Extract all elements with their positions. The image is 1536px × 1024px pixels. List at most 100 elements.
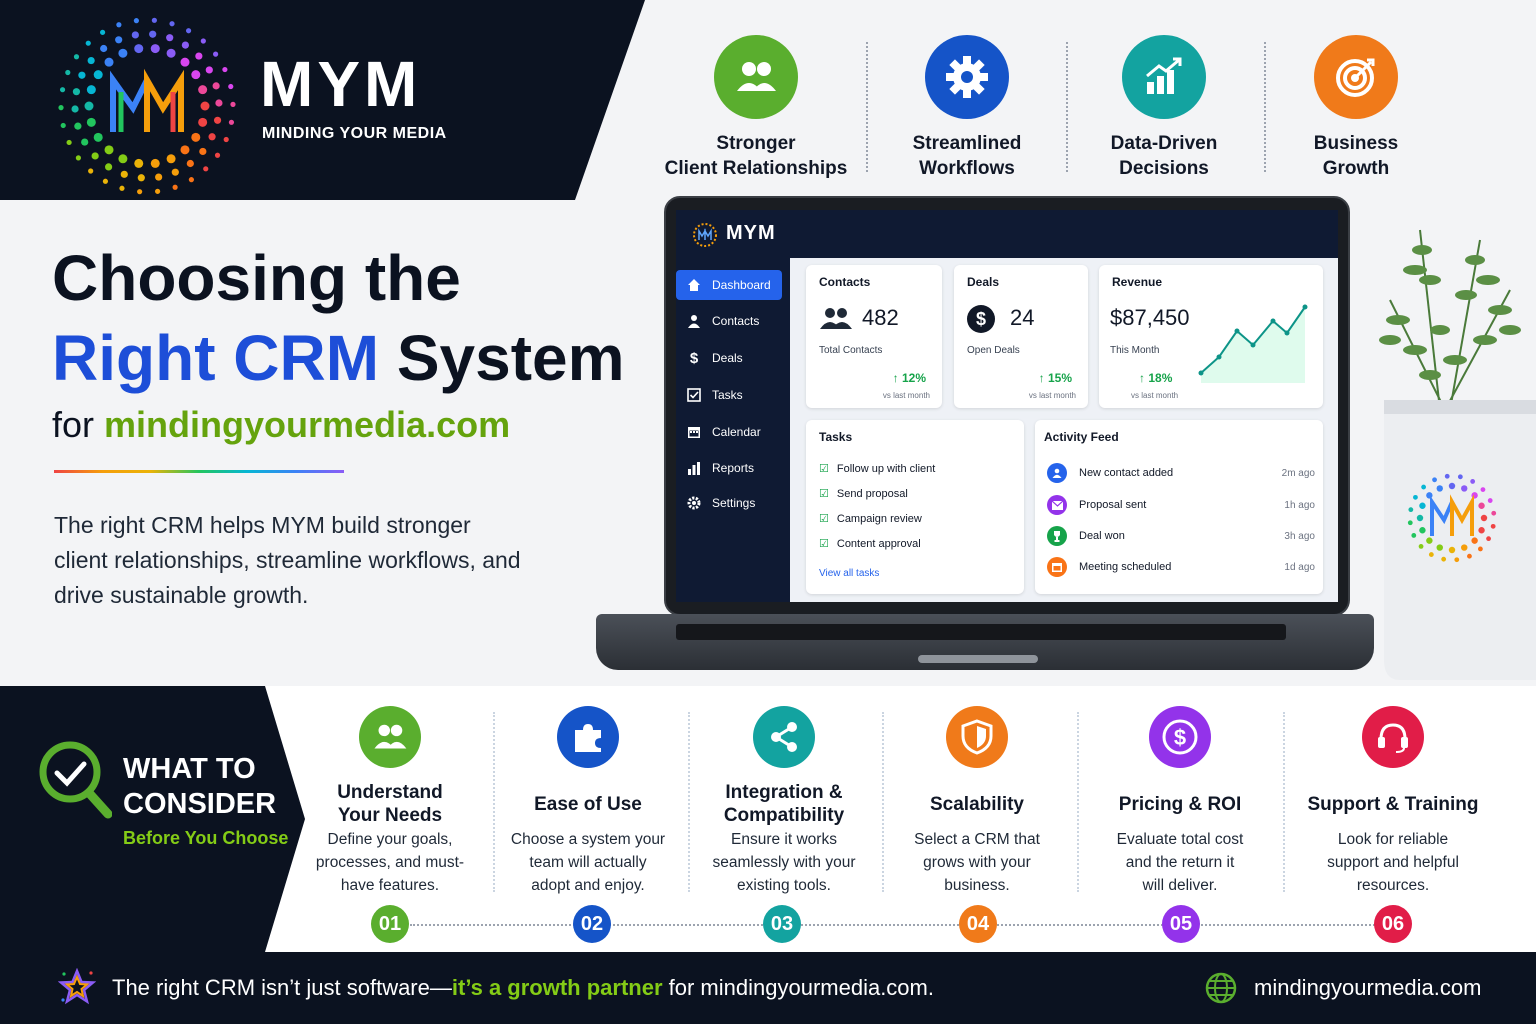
nav-deals[interactable]: $ Deals: [676, 343, 782, 373]
logo-dot: [166, 34, 174, 42]
task-item[interactable]: ☑Send proposal: [819, 487, 908, 501]
deals-sub: Open Deals: [967, 345, 1020, 356]
check-icon: ☑: [819, 538, 829, 550]
revenue-card[interactable]: Revenue $87,450 This Month ↑ 18% vs last…: [1099, 265, 1323, 408]
logo-dot: [81, 138, 89, 146]
logo-dot: [1478, 527, 1485, 534]
logo-dot: [1419, 527, 1426, 534]
nav-reports[interactable]: Reports: [676, 453, 782, 483]
activity-item[interactable]: New contact added 2m ago: [1047, 462, 1315, 484]
task-item[interactable]: ☑ Content approval: [819, 537, 921, 551]
consider-scalability: Scalability Select a CRM that grows with…: [887, 706, 1067, 897]
task-item[interactable]: ☑Campaign review: [819, 512, 922, 526]
nav-label: Deals: [712, 351, 743, 365]
consider-desc: Define your goals, processes, and must- …: [315, 831, 465, 894]
logo-dot: [1413, 494, 1418, 500]
logo-dot: [1426, 537, 1433, 544]
logo-dot: [87, 56, 95, 65]
card-title: Deals: [967, 275, 1000, 289]
calendar-icon: [676, 425, 712, 439]
logo-dot: [84, 101, 94, 111]
nav-calendar[interactable]: Calendar: [676, 417, 782, 447]
nav-label: Calendar: [712, 425, 761, 439]
logo-dot: [1480, 487, 1486, 493]
nav-contacts[interactable]: Contacts: [676, 306, 782, 336]
revenue-sparkline: [1198, 304, 1308, 383]
trend-value: 15%: [1047, 371, 1072, 385]
logo-dot: [65, 69, 71, 76]
footer-url-link[interactable]: mindingyourmedia.com: [1254, 975, 1482, 1000]
step-number: 05: [1162, 905, 1200, 943]
logo-dot: [1467, 553, 1472, 559]
logo-dot: [1470, 479, 1476, 484]
logo-dot: [137, 174, 145, 182]
footer: [0, 952, 1536, 1024]
activity-label: New contact added: [1079, 467, 1174, 479]
logo-dot: [198, 85, 208, 95]
share-icon: [753, 706, 815, 768]
dollar-icon: $: [967, 305, 995, 333]
benefit-label: Business Growth: [1313, 133, 1399, 179]
logo-dot: [116, 22, 122, 28]
vs-label: vs last month: [1131, 391, 1179, 400]
headline-line2: Right CRM System: [52, 322, 625, 394]
logo-dot: [1480, 514, 1488, 522]
star-icon: [58, 968, 96, 1005]
consider-desc: Choose a system your team will actually …: [510, 831, 666, 894]
logo-dot: [1486, 536, 1491, 542]
bar-chart-icon: [1122, 35, 1206, 119]
activity-item[interactable]: Proposal sent 1h ago: [1047, 494, 1315, 516]
nav-dashboard[interactable]: Dashboard: [676, 270, 782, 300]
consider-title-line2: CONSIDER: [123, 788, 277, 820]
logo-dot: [137, 189, 143, 195]
logo-dot: [1411, 533, 1417, 538]
gear-icon: [925, 35, 1009, 119]
revenue-value: $87,450: [1110, 305, 1190, 330]
activity-time: 1h ago: [1284, 499, 1315, 511]
dollar-icon: $: [689, 349, 699, 367]
logo-dot: [88, 168, 94, 174]
logo-dot: [1407, 520, 1413, 526]
consider-title: Pricing & ROI: [1118, 793, 1242, 815]
activity-item[interactable]: Deal won 3h ago: [1047, 525, 1315, 547]
mym-logo-icon: [693, 223, 717, 247]
nav-settings[interactable]: Settings: [676, 488, 782, 518]
logo-dot: [1461, 544, 1468, 551]
activity-time: 3h ago: [1284, 530, 1315, 542]
user-icon: [1047, 463, 1067, 483]
logo-dot: [91, 152, 99, 160]
task-label: Follow up with client: [836, 462, 936, 475]
task-label: Content approval: [836, 537, 921, 550]
divider: [1077, 712, 1079, 892]
view-all-tasks-link[interactable]: View all tasks: [819, 568, 880, 579]
laptop-notch: [918, 655, 1038, 663]
mym-logo-icon: [1407, 473, 1497, 563]
consider-title: WHAT TO CONSIDER: [123, 752, 276, 822]
contacts-sub: Total Contacts: [819, 345, 883, 356]
users-icon: [359, 706, 421, 768]
logo-dot: [1477, 546, 1483, 552]
contacts-card[interactable]: Contacts 482 Total Contacts ↑ 12% vs las…: [806, 265, 942, 408]
consider-pricing-roi: $ Pricing & ROI Evaluate total cost and …: [1090, 706, 1270, 897]
step-connector: [410, 924, 1375, 926]
rainbow-divider: [54, 470, 344, 473]
nav-tasks[interactable]: Tasks: [676, 380, 782, 410]
task-item[interactable]: ☑Follow up with client: [819, 462, 936, 476]
consider-title-line1: WHAT TO: [123, 753, 256, 785]
benefit-workflows: Streamlined Workflows: [872, 35, 1062, 181]
deals-card[interactable]: Deals $ 24 Open Deals ↑ 15% vs last mont…: [954, 265, 1088, 408]
logo-dot: [100, 44, 108, 53]
consider-label-block: [0, 686, 305, 952]
logo-dot: [85, 40, 91, 46]
logo-dot: [86, 85, 96, 95]
logo-dot: [1491, 510, 1497, 516]
logo-dot: [203, 166, 209, 172]
logo-dot: [102, 178, 109, 184]
logo-dot: [1416, 514, 1424, 522]
nav-label: Contacts: [712, 314, 760, 328]
logo-dot: [230, 101, 236, 107]
consider-desc: Select a CRM that grows with your busine…: [914, 831, 1040, 894]
activity-item[interactable]: Meeting scheduled 1d ago: [1047, 556, 1315, 578]
logo-dot: [223, 136, 229, 143]
headline-line3: for mindingyourmedia.com: [52, 404, 510, 446]
